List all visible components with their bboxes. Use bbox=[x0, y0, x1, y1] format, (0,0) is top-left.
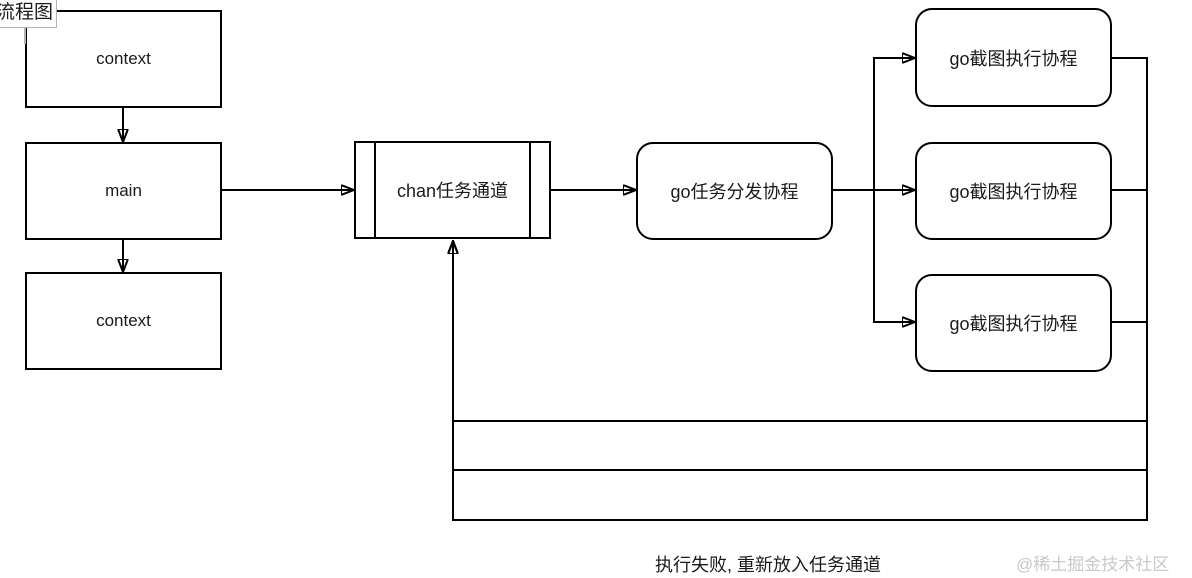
node-context-bottom: context bbox=[25, 272, 222, 370]
page-title-guide-line bbox=[24, 27, 26, 44]
page-title: 流程图 bbox=[0, 2, 53, 23]
chan-left-bar bbox=[374, 143, 376, 237]
node-context-top: context bbox=[25, 10, 222, 108]
node-dispatcher-goroutine: go任务分发协程 bbox=[636, 142, 833, 240]
node-worker-goroutine-top: go截图执行协程 bbox=[915, 8, 1112, 107]
node-worker-bottom-label: go截图执行协程 bbox=[949, 314, 1078, 334]
node-main: main bbox=[25, 142, 222, 240]
page-title-box: 流程图 bbox=[0, 0, 57, 28]
node-context-bottom-label: context bbox=[96, 311, 151, 330]
edge-worker-bottom-retry-to-chan bbox=[453, 241, 1148, 521]
chan-right-bar bbox=[529, 143, 531, 237]
node-chan-task-channel: chan任务通道 bbox=[354, 141, 551, 239]
node-worker-top-label: go截图执行协程 bbox=[949, 48, 1078, 69]
retry-caption: 执行失败, 重新放入任务通道 bbox=[655, 555, 882, 575]
node-context-top-label: context bbox=[96, 49, 151, 68]
node-dispatcher-label: go任务分发协程 bbox=[670, 182, 799, 202]
node-main-label: main bbox=[105, 181, 142, 200]
node-worker-goroutine-bottom: go截图执行协程 bbox=[915, 274, 1112, 372]
edge-dispatcher-to-worker-top bbox=[873, 58, 915, 190]
node-chan-label: chan任务通道 bbox=[396, 181, 509, 201]
node-worker-mid-label: go截图执行协程 bbox=[949, 182, 1078, 202]
edge-dispatcher-to-worker-bottom bbox=[873, 190, 915, 322]
watermark-text: @稀土掘金技术社区 bbox=[1016, 555, 1170, 574]
node-worker-goroutine-mid: go截图执行协程 bbox=[915, 142, 1112, 240]
